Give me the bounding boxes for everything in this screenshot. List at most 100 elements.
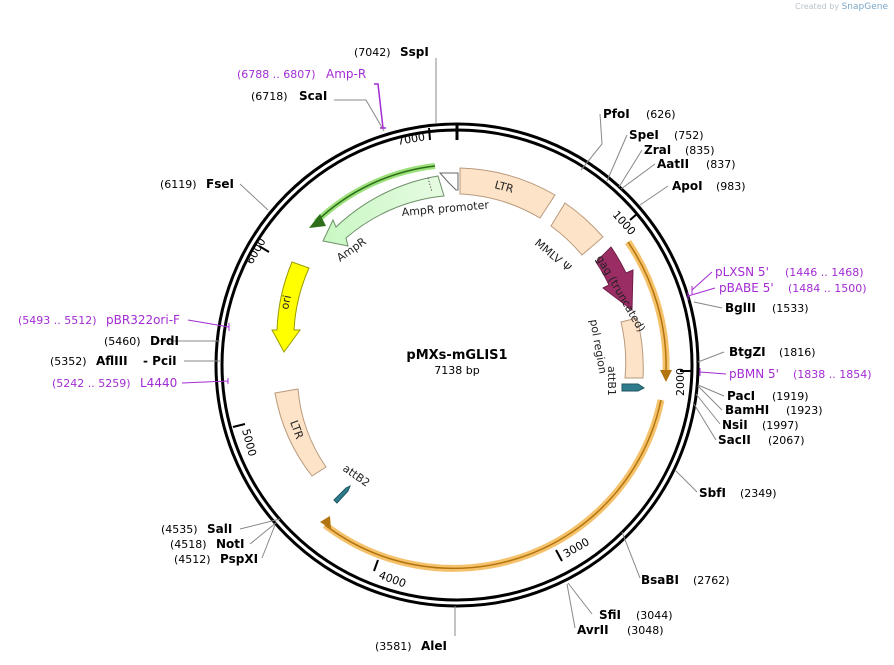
enzyme-pos-paci: (1919) — [772, 390, 809, 403]
feature-ltr-lower[interactable] — [274, 388, 327, 477]
primer-mark-pbabe — [687, 287, 716, 300]
primer-name-plxsn[interactable]: pLXSN 5' — [715, 265, 769, 279]
leader-scai — [334, 99, 385, 132]
enzyme-name-scai[interactable]: ScaI — [299, 89, 327, 103]
label-attb2: attB2 — [340, 462, 372, 490]
enzyme-labels: (7042) SspI (6718) ScaI (6119) FseI (546… — [50, 45, 823, 653]
feature-ltr-top[interactable] — [459, 167, 556, 219]
enzyme-pos-sacii: (2067) — [768, 434, 805, 447]
enzyme-name-paci[interactable]: PacI — [727, 389, 755, 403]
enzyme-name-avrii[interactable]: AvrII — [577, 623, 609, 637]
leader-sacii — [693, 403, 717, 441]
enzyme-name-sbfi[interactable]: SbfI — [699, 486, 726, 500]
enzyme-pos-spei: (752) — [674, 129, 704, 142]
enzyme-name-pfoi[interactable]: PfoI — [603, 107, 630, 121]
enzyme-pos-btgzi: (1816) — [779, 346, 816, 359]
enzyme-name-sspi[interactable]: SspI — [400, 45, 429, 59]
primer-range-plxsn: (1446 .. 1468) — [785, 266, 864, 279]
feature-ampr-promoter[interactable] — [438, 172, 459, 191]
enzyme-name-noti[interactable]: NotI — [216, 537, 245, 551]
enzyme-name-pspxi[interactable]: PspXI — [220, 552, 258, 566]
primer-name-ampr[interactable]: Amp-R — [326, 67, 366, 81]
feature-mglis1-arc-lower-line — [324, 399, 662, 570]
enzyme-name-zrai[interactable]: ZraI — [644, 143, 671, 157]
feature-pol-region[interactable] — [620, 317, 644, 379]
enzyme-name-fsei[interactable]: FseI — [206, 177, 234, 191]
feature-attb2[interactable] — [333, 484, 351, 504]
enzyme-pos-sspi: (7042) — [354, 46, 391, 59]
enzyme-name-nsii[interactable]: NsiI — [722, 418, 748, 432]
brand-prefix: Created by — [795, 2, 840, 11]
mglis1-arrowhead-lower — [320, 516, 331, 529]
primer-name-pbmn[interactable]: pBMN 5' — [729, 367, 779, 381]
tick-7000 — [428, 127, 431, 141]
enzyme-pos-drdi: (5460) — [104, 335, 141, 348]
enzyme-leaders — [158, 58, 725, 636]
tick-1000 — [629, 212, 639, 221]
enzyme-name-bamhi[interactable]: BamHI — [725, 403, 769, 417]
enzyme-name-pcii[interactable]: - PciI — [143, 354, 177, 368]
leader-bamhi — [697, 385, 723, 411]
label-mmlv-psi: MMLV Ψ — [532, 236, 574, 274]
enzyme-name-afliii[interactable]: AflIII — [96, 354, 128, 368]
enzyme-pos-sbfi: (2349) — [740, 487, 777, 500]
features — [271, 163, 672, 572]
leader-bsabi — [621, 531, 641, 579]
primer-labels: (6788 .. 6807) Amp-R (5493 .. 5512) pBR3… — [18, 67, 872, 390]
feature-gag-truncated[interactable] — [595, 246, 634, 311]
enzyme-name-alei[interactable]: AleI — [421, 639, 447, 653]
feature-mmlv-psi[interactable] — [550, 202, 604, 256]
leader-bglii — [693, 301, 723, 309]
primer-name-pbr322ori[interactable]: pBR322ori-F — [106, 313, 180, 327]
plasmid-name: pMXs-mGLIS1 — [406, 348, 507, 363]
primer-range-ampr: (6788 .. 6807) — [237, 68, 316, 81]
enzyme-pos-aatii: (837) — [706, 158, 736, 171]
tick-label-2000: 2000 — [674, 368, 687, 396]
enzyme-pos-nsii: (1997) — [762, 419, 799, 432]
enzyme-pos-zrai: (835) — [685, 144, 715, 157]
enzyme-name-sacii[interactable]: SacII — [718, 433, 751, 447]
leader-sbfi — [674, 469, 698, 493]
leader-apoi — [639, 185, 669, 206]
ampr-highlight-arrowhead — [309, 214, 326, 228]
enzyme-name-sali[interactable]: SalI — [207, 522, 232, 536]
primer-mark-pbr322ori — [187, 319, 230, 331]
enzyme-name-apoi[interactable]: ApoI — [672, 179, 703, 193]
enzyme-pos-pfoi: (626) — [646, 108, 676, 121]
primer-range-pbr322ori: (5493 .. 5512) — [18, 314, 97, 327]
feature-ampr[interactable] — [322, 175, 445, 247]
tick-5000 — [232, 423, 246, 428]
feature-mglis1-arc-upper-line — [627, 241, 667, 373]
primer-mark-pbmn — [699, 368, 727, 376]
mglis1-arrowhead-upper — [660, 370, 672, 382]
ampr-dotted-marker — [427, 177, 433, 193]
tick-label-6000: 6000 — [243, 236, 268, 267]
enzyme-name-aatii[interactable]: AatII — [657, 157, 689, 171]
enzyme-pos-sfii: (3044) — [636, 609, 673, 622]
tick-label-1000: 1000 — [610, 208, 638, 238]
leader-btgzi — [697, 351, 725, 363]
enzyme-name-bsabi[interactable]: BsaBI — [641, 573, 679, 587]
tick-4000 — [373, 559, 379, 572]
enzyme-name-spei[interactable]: SpeI — [629, 128, 659, 142]
feature-ori[interactable] — [271, 261, 310, 353]
leader-nsii — [695, 393, 721, 425]
brand-name: SnapGene — [841, 2, 888, 12]
feature-attb1[interactable] — [621, 383, 645, 392]
enzyme-pos-afliii: (5352) — [50, 355, 87, 368]
label-ltr-top: LTR — [493, 178, 515, 196]
enzyme-name-btgzi[interactable]: BtgZI — [729, 345, 766, 359]
enzyme-name-bglii[interactable]: BglII — [725, 301, 756, 315]
primer-mark-plxsn — [691, 271, 713, 294]
primer-range-pbmn: (1838 .. 1854) — [793, 368, 872, 381]
enzyme-name-sfii[interactable]: SfiI — [599, 608, 621, 622]
leader-noti — [249, 521, 278, 545]
leader-spei — [606, 134, 628, 182]
leader-fsei — [239, 183, 269, 211]
enzyme-name-drdi[interactable]: DrdI — [150, 334, 179, 348]
primer-name-l4440[interactable]: L4440 — [140, 376, 177, 390]
primer-name-pbabe[interactable]: pBABE 5' — [719, 281, 774, 295]
label-ltr-lower: LTR — [287, 419, 306, 442]
snapgene-watermark: Created by SnapGene — [795, 2, 888, 12]
enzyme-pos-scai: (6718) — [251, 90, 288, 103]
